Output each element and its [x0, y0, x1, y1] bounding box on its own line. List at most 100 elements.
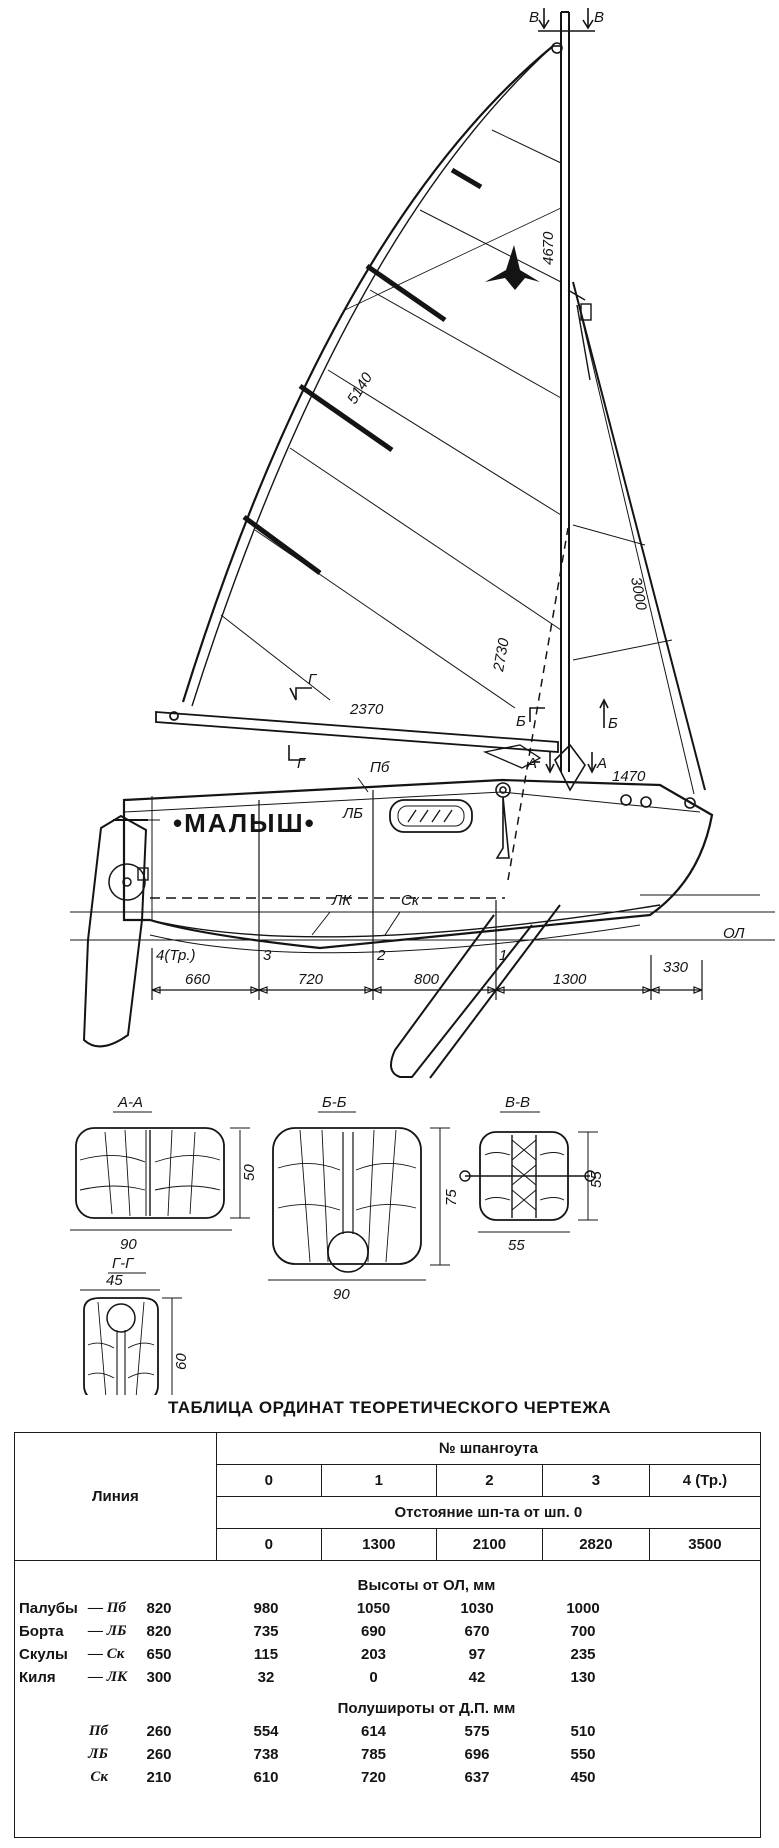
section-mark-g1: Г: [308, 671, 318, 688]
station-2: 2: [376, 947, 386, 964]
halfbreadths-header: Полушироты от Д.П. мм: [337, 1700, 516, 1717]
halfbreadths-row-code: Ск: [90, 1769, 108, 1785]
table-title: ТАБЛИЦА ОРДИНАТ ТЕОРЕТИЧЕСКОГО ЧЕРТЕЖА: [167, 1398, 612, 1417]
centerboard: [390, 904, 561, 1079]
mast-top-marks: [538, 8, 595, 32]
table-cell: 203: [360, 1646, 387, 1663]
halfbreadths-row-code: ЛБ: [88, 1746, 108, 1762]
table-cell: 0: [369, 1669, 378, 1686]
table-cell: 554: [253, 1723, 279, 1740]
table-cell: 700: [570, 1623, 596, 1640]
table-cell: 115: [253, 1646, 279, 1663]
station-4: 4(Тр.): [156, 947, 196, 964]
heights-header: Высоты от ОЛ, мм: [357, 1577, 496, 1594]
svg-text:90: 90: [120, 1236, 137, 1253]
svg-text:75: 75: [443, 1189, 460, 1206]
table-cell: 510: [570, 1723, 596, 1740]
table-cell: 550: [570, 1746, 596, 1763]
table-cell: 670: [464, 1623, 490, 1640]
dim-bow-deck: 1470: [612, 768, 646, 785]
table-cell: 1000: [566, 1600, 600, 1617]
table-cell: 97: [468, 1646, 486, 1663]
sail-insignia-icon: [485, 245, 540, 290]
table-cell: 690: [360, 1623, 387, 1640]
spacing-800: 800: [414, 971, 440, 988]
label-deck: Пб: [370, 759, 390, 776]
distance-header: Отстояние шп-та от шп. 0: [215, 1496, 762, 1529]
halfbreadths-row-code: Пб: [88, 1723, 108, 1739]
heights-row-code: — ЛБ: [88, 1623, 127, 1639]
spacing-660: 660: [185, 971, 211, 988]
svg-text:А-А: А-А: [117, 1094, 143, 1111]
station-3: 3: [263, 947, 272, 964]
svg-text:45: 45: [106, 1272, 123, 1289]
heights-row-code: — ЛК: [88, 1669, 128, 1685]
section-g-g: Г-Г 45 60: [80, 1255, 190, 1395]
heights-row-code: — Ск: [88, 1646, 125, 1662]
label-keel: ЛК: [331, 892, 352, 909]
deck-hardware: [482, 743, 696, 859]
jib: [567, 281, 706, 795]
dim-bow-overhang: 330: [663, 959, 689, 976]
frame-4: 4 (Тр.): [648, 1464, 762, 1497]
heights-row-name: Скулы: [19, 1646, 68, 1663]
svg-text:Г-Г: Г-Г: [112, 1255, 135, 1272]
spacing-720: 720: [298, 971, 324, 988]
mainsail: [181, 42, 563, 709]
table-cell: 210: [146, 1769, 172, 1786]
frame-2: 2: [435, 1464, 543, 1497]
portlight-icon: [389, 799, 473, 833]
section-a-a: А-А 90 50: [70, 1094, 258, 1253]
svg-text:60: 60: [173, 1353, 190, 1370]
table-cell: 650: [146, 1646, 172, 1663]
table-cell: 130: [570, 1669, 596, 1686]
frame-1: 1: [320, 1464, 437, 1497]
table-cell: 42: [468, 1669, 486, 1686]
table-cell: 1030: [460, 1600, 494, 1617]
dim-boom-height: 2730: [490, 636, 513, 673]
table-cell: 637: [464, 1769, 490, 1786]
table-cell: 820: [146, 1600, 172, 1617]
distance-4: 3500: [648, 1528, 762, 1561]
table-cell: 980: [253, 1600, 279, 1617]
frame-3: 3: [541, 1464, 650, 1497]
hull: [122, 778, 714, 954]
table-cell: 696: [464, 1746, 490, 1763]
table-cell: 450: [570, 1769, 596, 1786]
svg-text:55: 55: [588, 1171, 605, 1188]
svg-text:90: 90: [333, 1286, 350, 1303]
table-cell: 1050: [356, 1600, 391, 1617]
table-cell: 820: [146, 1623, 172, 1640]
svg-text:50: 50: [241, 1164, 258, 1181]
distance-0: 0: [215, 1528, 322, 1561]
dim-mast-top: 4670: [540, 231, 557, 265]
distance-2: 2100: [435, 1528, 543, 1561]
table-cell: 614: [360, 1723, 387, 1740]
ordinates-table: Линия № шпангоута 0 1 2 3 4 (Тр.) Отстоя…: [14, 1432, 762, 1838]
dim-leech: 5140: [344, 369, 376, 407]
frame-header: № шпангоута: [215, 1432, 762, 1465]
rudder: [82, 814, 148, 1048]
section-mark-g2: Г: [297, 755, 307, 772]
dim-forestay: 3000: [627, 576, 650, 612]
table-cell: 32: [257, 1669, 275, 1686]
table-cell: 235: [570, 1646, 596, 1663]
distance-3: 2820: [541, 1528, 650, 1561]
table-cell: 738: [253, 1746, 279, 1763]
section-v-v: В-В 55 55: [459, 1094, 605, 1254]
mainsheet-dashed: [507, 527, 569, 881]
station-lines: [151, 790, 703, 1000]
section-marks: [288, 687, 609, 774]
station-1: 1: [499, 947, 507, 964]
sailboat-drawing: В В: [70, 8, 775, 1395]
mast: [560, 11, 570, 772]
label-chine: Ск: [401, 892, 420, 909]
heights-row-name: Палубы: [19, 1600, 78, 1617]
table-cell: 260: [146, 1723, 172, 1740]
section-b-b: Б-Б 90 75: [268, 1094, 460, 1303]
line-header: Линия: [14, 1432, 217, 1561]
spacing-dimension-line: [151, 986, 703, 994]
mast-label-right: В: [594, 9, 604, 26]
table-cell: 575: [464, 1723, 490, 1740]
section-mark-b2: Б: [608, 715, 618, 732]
